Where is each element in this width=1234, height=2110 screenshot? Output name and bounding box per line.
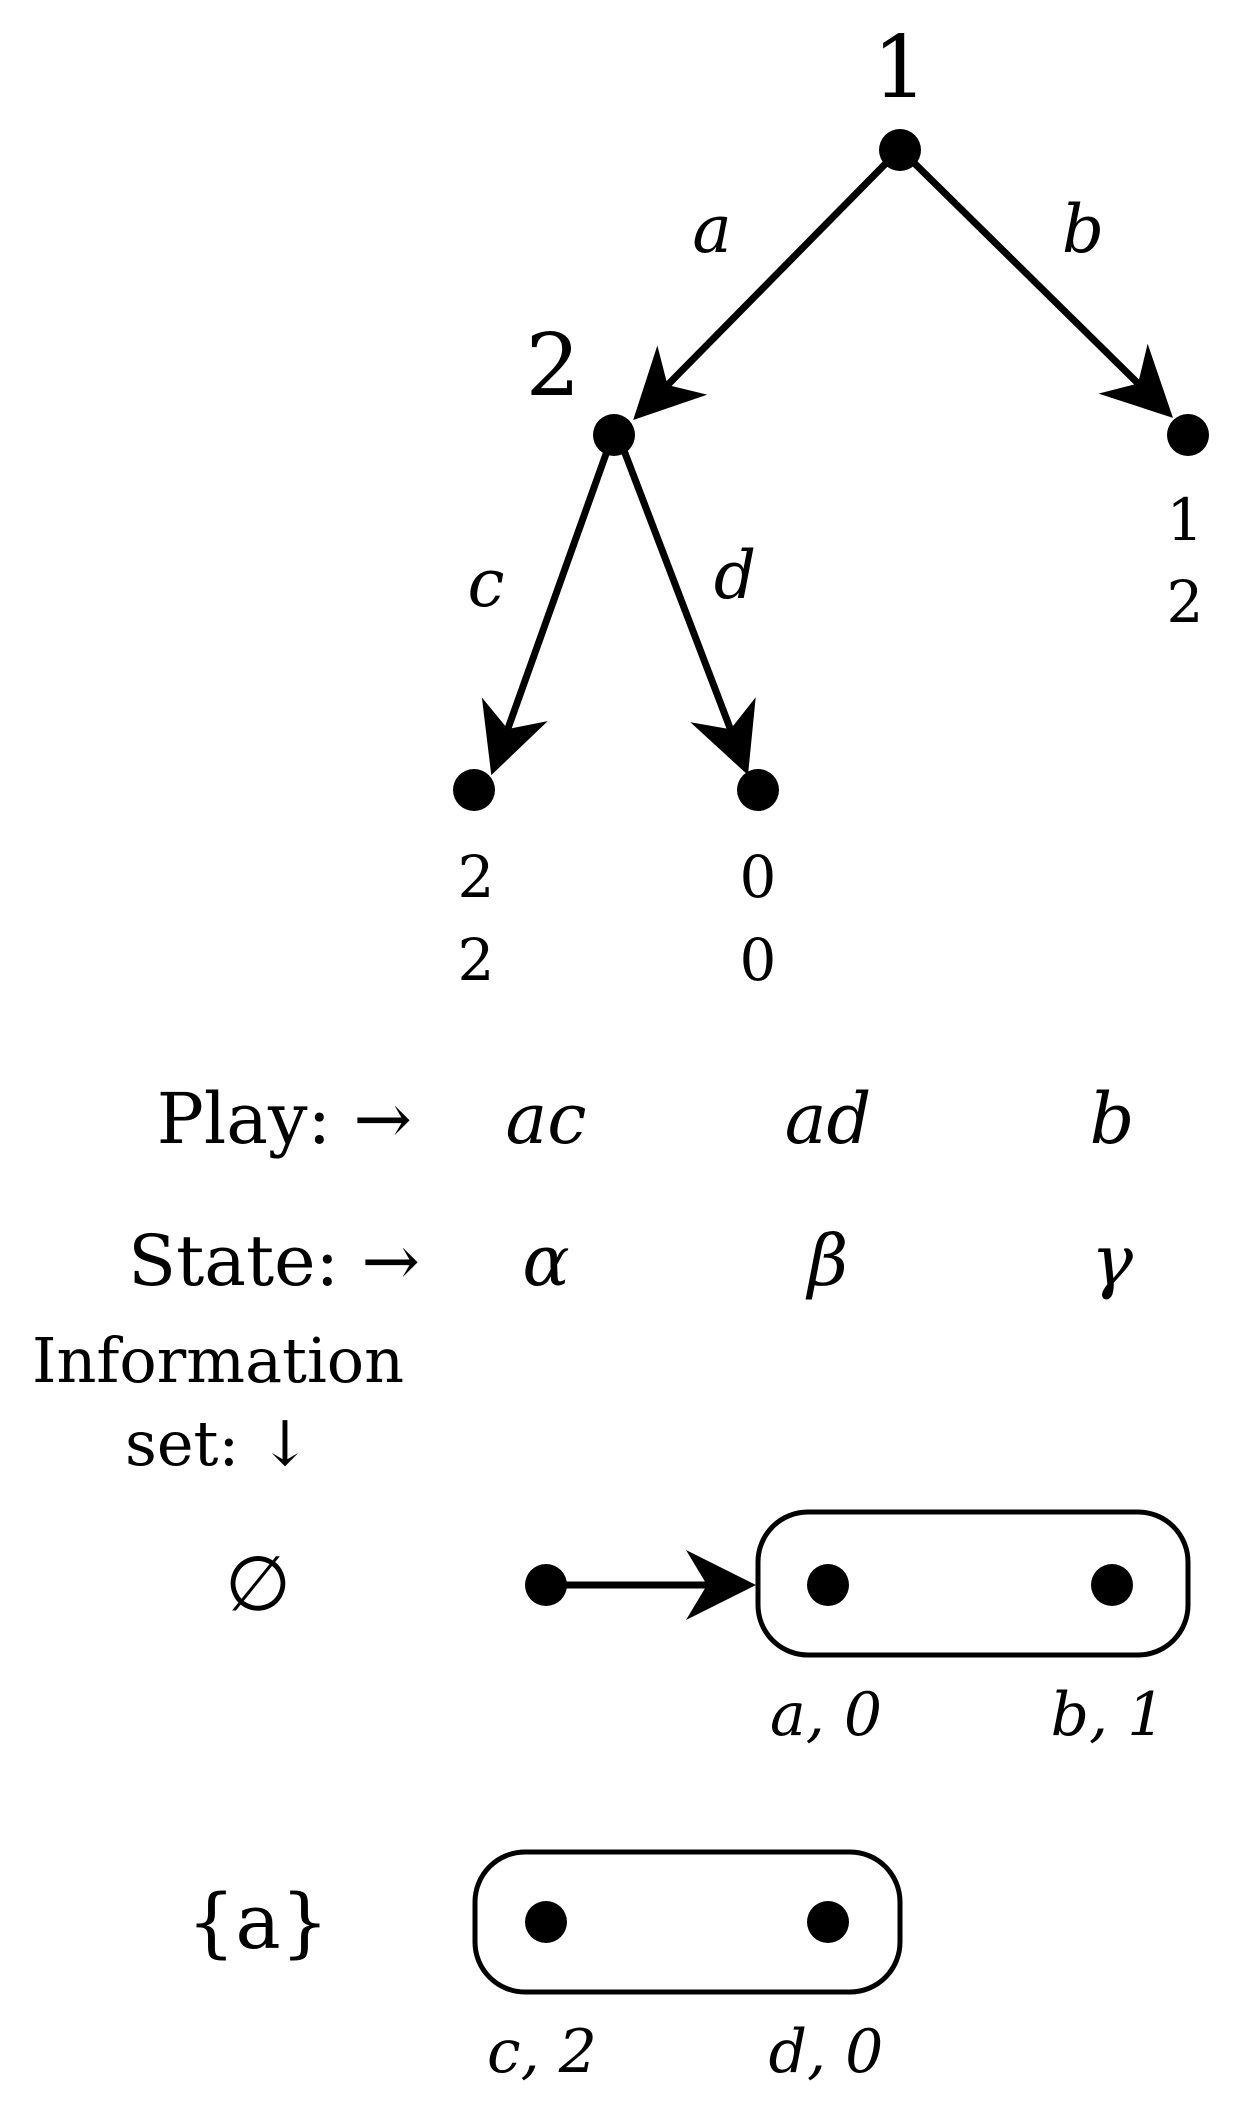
player2-node	[593, 414, 635, 456]
payoff-c-player1: 2	[458, 843, 495, 911]
payoff-b-player2: 2	[1167, 568, 1204, 636]
state-row-label: State: →	[128, 1220, 420, 1302]
terminal-node-d	[737, 769, 779, 811]
infoset-a-box	[472, 1849, 903, 1995]
payoff-d-player1: 0	[740, 843, 777, 911]
initial-history-node	[525, 1564, 567, 1606]
payoff-d-player2: 0	[740, 926, 777, 994]
infoset-a-node-d-label: d, 0	[769, 2017, 884, 2087]
move-label-b: b	[1062, 191, 1104, 268]
play-ac: ac	[506, 1078, 587, 1160]
play-b: b	[1090, 1078, 1135, 1160]
infoset-empty-box	[755, 1509, 1191, 1658]
infoset-empty-label: ∅	[225, 1539, 291, 1628]
edge-c	[481, 438, 615, 776]
play-ad: ad	[785, 1078, 872, 1160]
root-player-label: 1	[873, 18, 928, 118]
infoset-empty-node-b-label: b, 1	[1051, 1680, 1166, 1750]
move-label-c: c	[468, 545, 505, 622]
infoset-empty-node-a-label: a, 0	[770, 1680, 882, 1750]
infoset-empty-node-a	[807, 1564, 849, 1606]
infoset-label-line2: set: ↓	[125, 1407, 311, 1480]
payoff-c-player2: 2	[458, 926, 495, 994]
infoset-a-node-d	[807, 1901, 849, 1943]
state-gamma: γ	[1091, 1220, 1133, 1302]
state-beta: β	[805, 1220, 848, 1302]
infoset-a-node-c	[525, 1901, 567, 1943]
payoff-b-player1: 1	[1167, 486, 1204, 554]
infoset-label-line1: Information	[32, 1324, 404, 1397]
inner-player-label: 2	[526, 316, 581, 416]
edge-a	[633, 149, 900, 420]
play-row-label: Play: →	[157, 1078, 412, 1160]
infoset-a-label: {a}	[187, 1877, 329, 1966]
terminal-node-b	[1167, 414, 1209, 456]
infoset-empty-node-b	[1091, 1564, 1133, 1606]
move-label-d: d	[714, 537, 756, 614]
move-label-a: a	[692, 191, 731, 268]
state-alpha: α	[522, 1220, 569, 1302]
infoset-a-node-c-label: c, 2	[487, 2017, 597, 2087]
edge-d	[616, 438, 756, 776]
root-node	[879, 129, 921, 171]
terminal-node-c	[453, 769, 495, 811]
edge-b	[900, 149, 1173, 418]
